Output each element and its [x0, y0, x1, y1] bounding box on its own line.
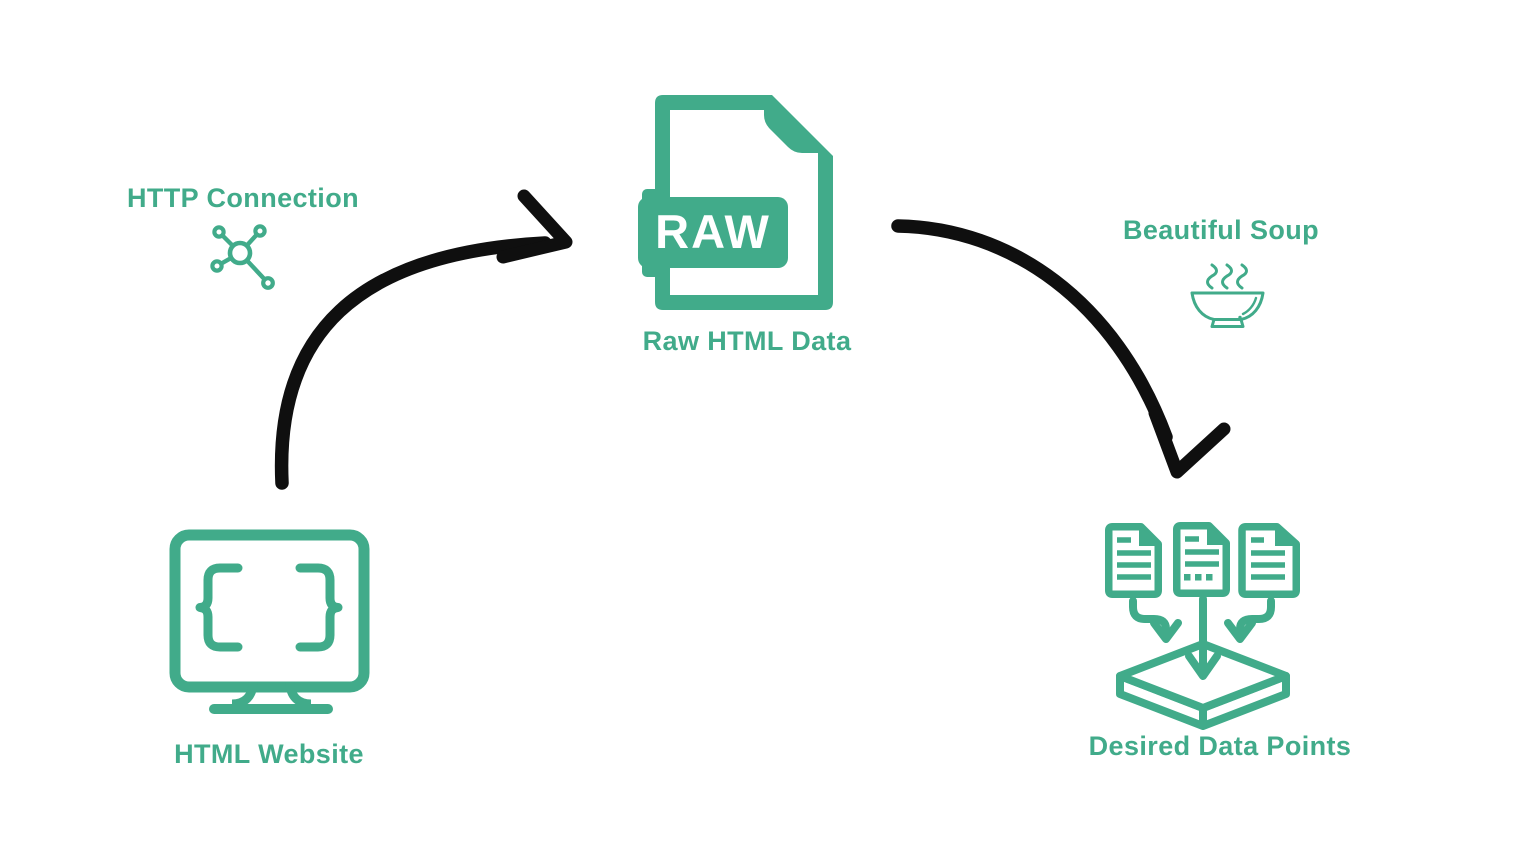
- document-icon: [1105, 523, 1162, 598]
- code-braces: [195, 563, 343, 652]
- monitor-stand: [209, 681, 333, 714]
- document-icon: [1238, 523, 1300, 598]
- desired-data-points-label: Desired Data Points: [1088, 731, 1352, 761]
- bowl: [1190, 291, 1265, 328]
- connector-arrows: [1129, 597, 1275, 643]
- arrow-fetch: [274, 189, 573, 490]
- beautiful-soup-label: Beautiful Soup: [1122, 215, 1320, 245]
- arrowhead: [496, 189, 573, 264]
- network-nodes: [210, 224, 275, 290]
- connector-arrow-middle: [1185, 595, 1221, 680]
- documents-into-box-icon: [1105, 522, 1300, 730]
- dotted-row: [1184, 574, 1213, 581]
- arrow-parse: [891, 219, 1231, 479]
- bowl-dot: [1238, 315, 1242, 320]
- html-website-label: HTML Website: [174, 739, 364, 769]
- network-spokes: [215, 229, 270, 285]
- raw-file-icon: RAW: [638, 95, 833, 310]
- http-connection-label: HTTP Connection: [127, 183, 359, 213]
- network-nodes-icon: [210, 224, 275, 290]
- bowl-highlight: [1241, 296, 1258, 316]
- soup-bowl-steam-icon: [1190, 263, 1265, 328]
- arrowhead: [1148, 406, 1231, 479]
- raw-html-data-label: Raw HTML Data: [642, 326, 852, 356]
- raw-badge-text: RAW: [655, 205, 771, 258]
- document-icon: [1173, 522, 1230, 597]
- monitor-code-braces-icon: [169, 529, 370, 714]
- steam-lines: [1206, 263, 1248, 290]
- raw-badge: [638, 197, 788, 268]
